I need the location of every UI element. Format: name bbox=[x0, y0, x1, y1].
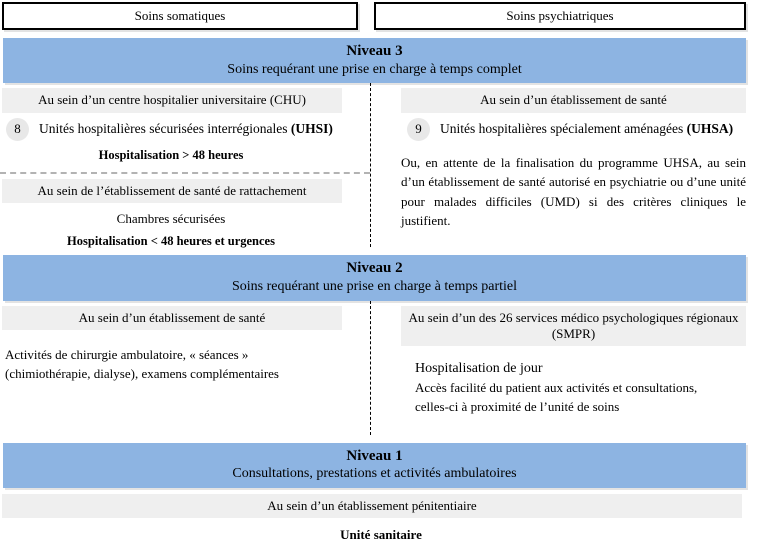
footnote-badge-8: 8 bbox=[6, 117, 29, 141]
header-somatic-care-label: Soins somatiques bbox=[134, 8, 226, 23]
niveau-2-section: Au sein d’un établissement de santé Acti… bbox=[0, 300, 762, 435]
banner-niveau-2: Niveau 2 Soins requérant une prise en ch… bbox=[3, 255, 746, 301]
location-box-etablissement-sante: Au sein d’un établissement de santé bbox=[401, 88, 746, 113]
unit-acronym-uhsi: (UHSI) bbox=[290, 121, 333, 136]
header-psychiatric-care: Soins psychiatriques bbox=[374, 2, 746, 30]
banner-niveau-3-subtitle: Soins requérant une prise en charge à te… bbox=[227, 61, 522, 77]
dashed-separator bbox=[0, 171, 370, 174]
unit-name-uhsa: Unités hospitalières spécialement aménag… bbox=[440, 121, 684, 136]
location-box-penitentiaire: Au sein d’un établissement pénitentiaire bbox=[2, 493, 742, 518]
location-box-smpr: Au sein d’un des 26 services médico psyc… bbox=[401, 305, 746, 346]
banner-niveau-1-subtitle: Consultations, prestations et activités … bbox=[232, 466, 517, 482]
footnote-badge-9: 9 bbox=[407, 117, 430, 141]
banner-niveau-1-title: Niveau 1 bbox=[346, 447, 403, 464]
unit-label-uhsa: Unités hospitalières spécialement aménag… bbox=[440, 121, 733, 137]
header-psychiatric-care-label: Soins psychiatriques bbox=[506, 8, 614, 23]
day-hospitalisation-description: Accès facilité du patient aux activités … bbox=[415, 380, 698, 415]
ambulatory-surgery-description: Activités de chirurgie ambulatoire, « sé… bbox=[5, 346, 279, 381]
uhsa-transition-note: Ou, en attente de la finalisation du pro… bbox=[401, 154, 746, 229]
duration-under-48h: Hospitalisation < 48 heures et urgences bbox=[67, 233, 275, 248]
unit-name-uhsi: Unités hospitalières sécurisées interrég… bbox=[39, 121, 288, 136]
header-somatic-care: Soins somatiques bbox=[2, 2, 358, 30]
location-box-etablissement-sante-n2: Au sein d’un établissement de santé bbox=[2, 305, 342, 330]
niveau-2-somatic-column: Au sein d’un établissement de santé Acti… bbox=[0, 300, 371, 435]
day-hospitalisation-heading: Hospitalisation de jour bbox=[415, 361, 543, 376]
duration-over-48h: Hospitalisation > 48 heures bbox=[98, 147, 244, 162]
niveau-3-psychiatric-column: Au sein d’un établissement de santé 9 Un… bbox=[371, 83, 762, 247]
banner-niveau-2-title: Niveau 2 bbox=[346, 260, 403, 277]
unit-label-uhsi: Unités hospitalières sécurisées interrég… bbox=[39, 121, 333, 137]
column-headers: Soins somatiques Soins psychiatriques bbox=[0, 0, 762, 30]
unit-row-uhsa: 9 Unités hospitalières spécialement amén… bbox=[401, 117, 746, 141]
banner-niveau-3: Niveau 3 Soins requérant une prise en ch… bbox=[3, 38, 746, 84]
unit-label-chambres-securisees: Chambres sécurisées bbox=[116, 210, 226, 226]
location-box-chu: Au sein d’un centre hospitalier universi… bbox=[2, 88, 342, 113]
unit-row-uhsi: 8 Unités hospitalières sécurisées interr… bbox=[0, 117, 370, 141]
location-box-rattachement: Au sein de l’établissement de santé de r… bbox=[2, 178, 342, 203]
banner-niveau-1: Niveau 1 Consultations, prestations et a… bbox=[3, 442, 746, 488]
niveau-3-somatic-column: Au sein d’un centre hospitalier universi… bbox=[0, 83, 371, 248]
banner-niveau-2-subtitle: Soins requérant une prise en charge à te… bbox=[231, 279, 518, 294]
niveau-3-section: Au sein d’un centre hospitalier universi… bbox=[0, 83, 762, 248]
unit-acronym-uhsa: (UHSA) bbox=[686, 121, 734, 136]
niveau-2-psychiatric-column: Au sein d’un des 26 services médico psyc… bbox=[371, 301, 762, 435]
banner-niveau-3-title: Niveau 3 bbox=[346, 43, 403, 59]
unit-label-unite-sanitaire: Unité sanitaire bbox=[340, 526, 422, 542]
smpr-details: Hospitalisation de jour Accès facilité d… bbox=[415, 359, 736, 417]
